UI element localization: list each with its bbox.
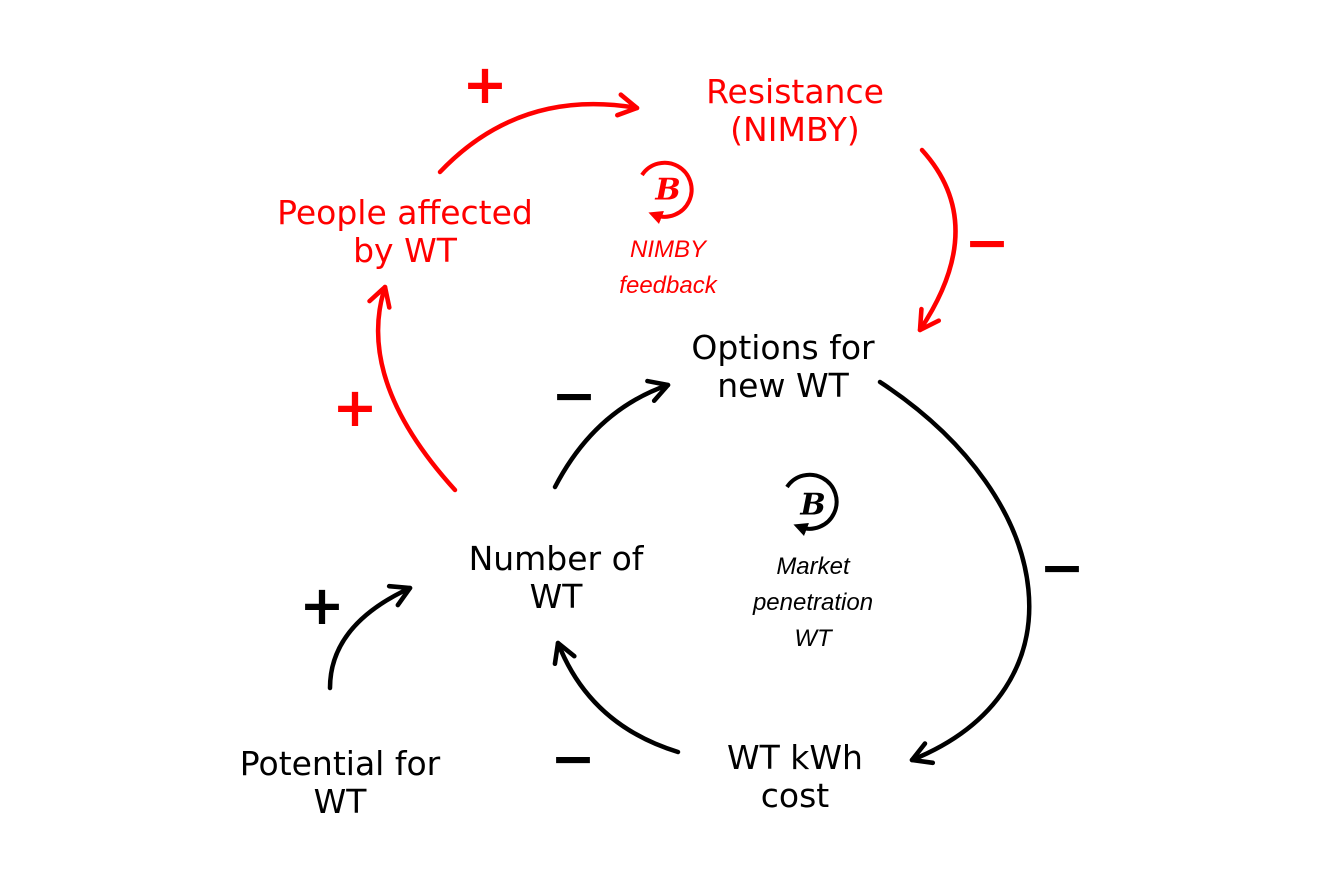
polarity-options-cost: − (1039, 536, 1085, 599)
node-cost: WT kWh cost (727, 739, 863, 815)
market-loop-label-line1: Market (776, 553, 850, 580)
link-resistance-to-options (917, 147, 958, 333)
node-resistance-line2: (NIMBY) (730, 110, 860, 149)
link-cost-to-number (552, 640, 681, 755)
market-loop-type: B (800, 487, 826, 523)
link-people-to-resistance (437, 92, 640, 175)
node-cost-line1: WT kWh (727, 738, 863, 777)
node-resistance: Resistance (NIMBY) (706, 73, 884, 149)
nimby-loop-label-line2: feedback (619, 272, 717, 299)
node-people-line1: People affected (277, 193, 533, 232)
market-loop-arrow-icon (785, 472, 839, 537)
node-options-line1: Options for (691, 328, 875, 367)
polarity-number-people: + (332, 376, 378, 439)
node-options-line2: new WT (717, 366, 849, 405)
link-potential-to-number (327, 583, 413, 691)
polarity-potential-number: + (299, 574, 345, 637)
market-loop-label-line2: penetration (752, 589, 874, 616)
node-potential-line2: WT (313, 782, 367, 821)
nimby-loop-label: NIMBY feedback (619, 232, 716, 304)
node-cost-line2: cost (760, 776, 830, 815)
nimby-loop-type: B (655, 172, 681, 208)
node-resistance-line1: Resistance (706, 72, 884, 111)
polarity-number-options: − (551, 364, 597, 427)
market-loop-label: Market penetration WT (753, 549, 873, 657)
nimby-loop-arrow-icon (640, 160, 694, 225)
node-options: Options for new WT (691, 329, 874, 405)
node-potential-line1: Potential for (239, 744, 441, 783)
polarity-resistance-options: − (964, 211, 1010, 274)
node-potential: Potential for WT (240, 745, 440, 821)
node-people-affected: People affected by WT (277, 194, 533, 270)
node-people-line2: by WT (353, 231, 457, 270)
polarity-people-resistance: + (462, 53, 508, 116)
polarity-cost-number: − (550, 727, 596, 790)
nimby-loop-label-line1: NIMBY (629, 236, 706, 263)
link-number-to-options (552, 378, 671, 490)
market-loop-label-line3: WT (794, 625, 832, 652)
node-number-line2: WT (529, 577, 583, 616)
link-number-to-people (367, 284, 458, 493)
node-number-line1: Number of (468, 539, 644, 578)
link-options-to-cost (877, 379, 1032, 766)
node-number-of-wt: Number of WT (469, 540, 644, 616)
